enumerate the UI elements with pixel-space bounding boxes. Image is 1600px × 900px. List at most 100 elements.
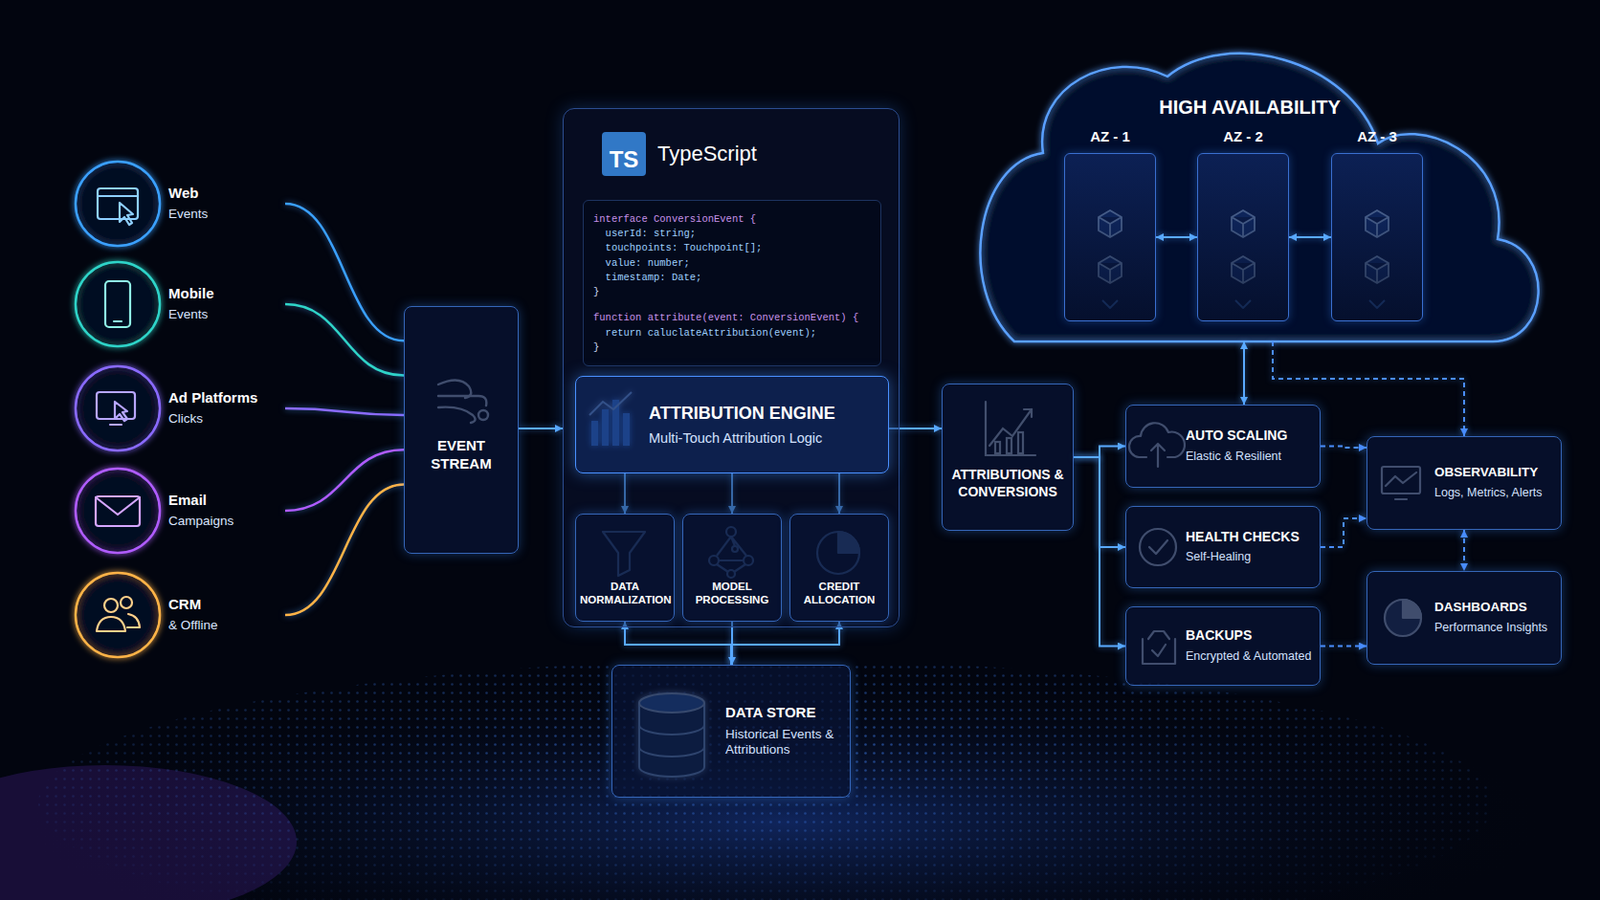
code-line: }: [593, 340, 871, 356]
node-heading: TS: [601, 132, 646, 177]
source-flow-line: [285, 484, 404, 616]
node-heading: EVENT STREAM: [408, 437, 514, 474]
box-node: BACKUPS Encrypted & Automated: [1125, 606, 1321, 687]
source-node: Ad PlatformsClicks: [74, 365, 286, 452]
decor-path: [96, 617, 126, 632]
box-node: AUTO SCALING Elastic & Resilient: [1125, 404, 1321, 489]
node-heading: Web: [168, 184, 286, 203]
source-node: WebEvents: [74, 160, 286, 247]
dashed-connector: [1320, 446, 1367, 449]
code-node: interface ConversionEvent {userId: strin…: [582, 200, 882, 367]
node-heading: AUTO SCALING: [1185, 427, 1312, 445]
cloud-node: HIGH AVAILABILITY AZ - 1 AZ - 2 AZ - 3: [958, 45, 1541, 342]
node-heading: BACKUPS: [1185, 627, 1312, 645]
source-node: MobileEvents: [74, 261, 286, 348]
phone-icon: [105, 281, 131, 328]
node-body: Events: [168, 206, 286, 223]
code-line: value: number;: [593, 256, 871, 271]
decor-line: [110, 423, 122, 426]
box-node: ATTRIBUTIONS & CONVERSIONS: [941, 383, 1074, 532]
code-line: return caluclateAttribution(event);: [593, 326, 871, 341]
node-heading: CRM: [168, 596, 286, 615]
node-heading: DATA NORMALIZATION: [579, 579, 670, 608]
decor-rect: [105, 281, 131, 328]
decor-rect: [95, 496, 140, 527]
node-body: & Offline: [168, 618, 286, 635]
az-node: AZ - 2: [1197, 153, 1289, 322]
box-node: MODEL PROCESSING: [682, 513, 782, 623]
source-flow-line: [285, 203, 404, 341]
node-body: TypeScript: [657, 140, 757, 168]
node-body: Events: [168, 307, 286, 324]
decor-polyline: [95, 497, 140, 515]
code-line: }: [593, 285, 871, 300]
source-flow-line: [285, 304, 404, 377]
crm-circle: [75, 573, 160, 658]
source-flow-line: [285, 449, 404, 512]
code-line: timestamp: Date;: [593, 270, 871, 286]
node-heading: AZ - 1: [1065, 128, 1156, 147]
node-heading: ATTRIBUTION ENGINE: [648, 402, 881, 425]
decor-line: [113, 320, 122, 323]
connector-arrow: [1243, 341, 1245, 405]
connector-arrow: [624, 622, 732, 666]
decor-path: [119, 202, 134, 225]
code-line: touchpoints: Touchpoint[];: [593, 241, 871, 256]
dashed-connector: [1320, 518, 1367, 548]
decor-circle: [120, 597, 133, 609]
decor-path: [127, 614, 140, 628]
box-node: DATA NORMALIZATION: [575, 513, 675, 623]
node-body: Elastic & Resilient: [1185, 449, 1312, 466]
box-node: DASHBOARDS Performance Insights: [1366, 571, 1562, 666]
node-body: Performance Insights: [1434, 621, 1554, 637]
connector-arrow: [1155, 236, 1198, 239]
node-body: Campaigns: [168, 513, 286, 531]
node-heading: CREDIT ALLOCATION: [794, 579, 885, 608]
node-heading: OBSERVABILITY: [1434, 465, 1554, 482]
decor-circle: [104, 599, 118, 613]
az-node: AZ - 3: [1331, 153, 1423, 322]
web-circle: [75, 161, 160, 246]
node-body: Self-Healing: [1185, 550, 1312, 566]
source-icons: [95, 188, 140, 632]
box-node: OBSERVABILITY Logs, Metrics, Alerts: [1366, 436, 1562, 531]
connector-arrow: [1073, 446, 1126, 459]
node-body: Logs, Metrics, Alerts: [1434, 486, 1554, 502]
ad-icon: [96, 392, 135, 425]
node-body: Historical Events & Attributions: [725, 727, 843, 760]
box-node: DATA STORE Historical Events & Attributio…: [611, 665, 851, 799]
node-heading: HIGH AVAILABILITY: [958, 95, 1541, 120]
source-circles: [75, 161, 160, 658]
source-node: CRM & Offline: [74, 572, 286, 659]
mobile-circle: [75, 262, 160, 347]
node-heading: ATTRIBUTIONS & CONVERSIONS: [946, 466, 1069, 501]
email-icon: [95, 496, 140, 527]
decor-line: [97, 195, 138, 198]
node-body: Encrypted & Automated: [1185, 649, 1312, 666]
connector-arrow: [1073, 457, 1126, 647]
connector-arrow: [731, 622, 840, 666]
box-node: EVENT STREAM: [403, 306, 519, 555]
code-line: interface ConversionEvent {: [593, 212, 871, 227]
node-heading: DATA STORE: [725, 704, 843, 723]
node-heading: DASHBOARDS: [1434, 600, 1554, 617]
node-body: Clicks: [168, 411, 286, 428]
box-node: HEALTH CHECKS Self-Healing: [1125, 506, 1321, 589]
decor-path: [114, 401, 128, 422]
node-heading: HEALTH CHECKS: [1185, 529, 1312, 547]
node-heading: Email: [168, 491, 286, 511]
box-node: CREDIT ALLOCATION: [789, 513, 889, 623]
az-node: AZ - 1: [1064, 153, 1156, 322]
source-flow-line: [285, 408, 404, 416]
email-circle: [75, 468, 160, 554]
connector-arrow: [518, 427, 563, 430]
node-heading: MODEL PROCESSING: [687, 579, 778, 608]
engine-node: ATTRIBUTION ENGINEMulti-Touch Attributio…: [575, 376, 889, 474]
code-line: function attribute(event: ConversionEven…: [593, 311, 871, 326]
connector-arrow: [1288, 236, 1332, 239]
world-map-dots: [0, 660, 1600, 900]
panel-node: TS TypeScript interface ConversionEvent {u…: [562, 108, 900, 628]
node-heading: Mobile: [168, 285, 286, 304]
people-icon: [96, 597, 140, 632]
